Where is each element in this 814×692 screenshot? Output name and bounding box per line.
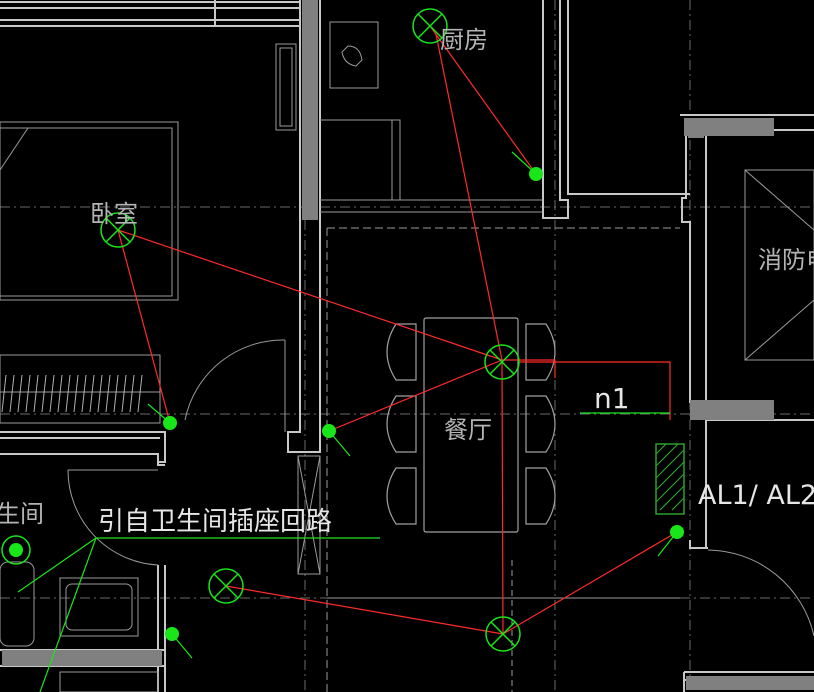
chair-right-2 — [525, 395, 556, 453]
ceiling-light-bedroom — [100, 212, 136, 248]
annotation-lines — [17, 151, 678, 692]
switches — [163, 167, 684, 641]
chair-right-3 — [525, 467, 556, 525]
panel-label: AL1/ AL2 — [698, 480, 814, 511]
ceiling-light-dining — [484, 344, 520, 380]
interior-details — [0, 21, 814, 692]
switch-kitchen — [529, 167, 543, 181]
room-label-fire-elevator: 消防电 — [758, 246, 814, 274]
room-label-dining: 餐厅 — [444, 416, 492, 444]
note-from-bathroom-circuit: 引自卫生间插座回路 — [98, 507, 332, 537]
wiring — [117, 25, 678, 635]
switch-bedroom — [163, 416, 177, 430]
ceiling-light-entry — [485, 616, 521, 652]
room-label-kitchen: 厨房 — [440, 26, 488, 54]
chair-left-3 — [386, 467, 417, 525]
room-label-bathroom: 生间 — [0, 500, 44, 528]
switch-entry — [670, 525, 684, 539]
ceiling-light-corridor — [208, 568, 244, 604]
switch-dining — [322, 424, 336, 438]
ceiling-light-kitchen — [412, 8, 448, 44]
room-label-bedroom: 卧室 — [90, 200, 138, 228]
dining-table — [386, 317, 556, 533]
circuit-label-n1: n1 — [594, 382, 630, 415]
ceiling-light-bathroom — [1, 535, 31, 565]
switch-corridor — [165, 627, 179, 641]
distribution-panel — [655, 443, 685, 515]
chair-left-1 — [386, 323, 417, 381]
chair-left-2 — [386, 395, 417, 453]
